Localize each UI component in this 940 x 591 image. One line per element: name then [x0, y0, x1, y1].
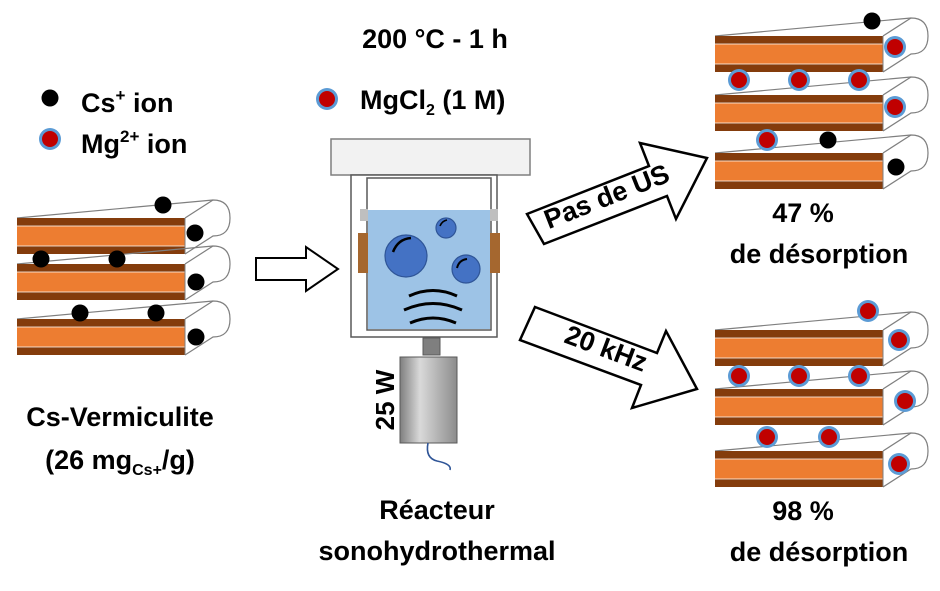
sample-name: Cs-Vermiculite: [26, 402, 214, 432]
cs-ion: [887, 158, 905, 176]
reactor-name-line1: Réacteur: [379, 495, 495, 525]
reagent-label: MgCl2 (1 M): [360, 85, 505, 119]
cs-ion: [32, 250, 50, 268]
mg-ion: [788, 69, 810, 91]
seal: [490, 209, 498, 221]
cs-vermiculite-stack: [16, 196, 231, 356]
mg-ion: [848, 69, 870, 91]
ultrasound-wave: [403, 302, 463, 312]
mg-ion: [818, 426, 840, 448]
cs-ion: [187, 273, 205, 291]
ultrasound-wave: [408, 289, 458, 298]
svg-text:Cs+ ion: Cs+ ion: [81, 86, 173, 118]
mg-ion: [888, 453, 910, 475]
ultrasound-transducer: [399, 356, 458, 444]
sonotrode-horn: [422, 337, 441, 356]
reactor-conditions: 200 °C - 1 h: [362, 24, 508, 54]
reagent-sub: 2: [426, 102, 435, 119]
reactor-lid: [330, 138, 531, 176]
mg-ion: [857, 300, 879, 322]
sample-loading-suffix: /g): [162, 445, 195, 475]
reactor-name-line2: sonohydrothermal: [318, 536, 555, 566]
arrow-no-ultrasound: Pas de US: [525, 141, 709, 246]
legend: Cs+ ion Mg2+ ion: [39, 86, 187, 159]
arrow-ultrasound: 20 kHz: [518, 305, 699, 410]
cs-ion: [187, 328, 205, 346]
sample-loading: (26 mgCs+/g): [45, 445, 195, 479]
bubble: [384, 234, 428, 278]
mg-ion: [888, 329, 910, 351]
result-percent-us: 98 %: [772, 496, 834, 526]
mg-ion: [884, 36, 906, 58]
legend-cs-suffix: ion: [125, 88, 173, 118]
mg-ion-legend-icon: [39, 128, 61, 150]
sample-loading-sub: Cs+: [132, 462, 162, 479]
svg-text:Mg2+ ion: Mg2+ ion: [81, 127, 187, 159]
result-caption-us: de désorption: [730, 537, 909, 567]
seal: [360, 209, 368, 221]
heater: [490, 233, 500, 273]
mg-ion: [728, 69, 750, 91]
legend-cs-sup: +: [116, 86, 126, 105]
cs-ion: [186, 224, 204, 242]
mg-ion: [884, 96, 906, 118]
clay-layer: [16, 300, 231, 356]
legend-mg-sup: 2+: [120, 127, 139, 146]
cs-ion: [108, 250, 126, 268]
mg-ion: [756, 426, 778, 448]
ultrasound-wave: [409, 316, 457, 325]
sonohydrothermal-reactor: [330, 138, 531, 471]
result-stack-no-us: [714, 12, 929, 190]
power-label: 25 W: [370, 369, 400, 430]
mg-ion-reagent-icon: [316, 88, 338, 110]
mg-ion: [756, 129, 778, 151]
cable: [426, 442, 452, 471]
legend-mg-suffix: ion: [139, 129, 187, 159]
cs-ion-legend-icon: [41, 89, 59, 107]
cs-ion: [863, 12, 881, 30]
cs-ion: [819, 131, 837, 149]
hollow-arrow-right: [255, 245, 340, 293]
mg-ion: [788, 365, 810, 387]
legend-cs-label: Cs: [81, 88, 116, 118]
cs-ion: [147, 304, 165, 322]
mg-ion: [848, 365, 870, 387]
cs-ion: [71, 304, 89, 322]
legend-mg-label: Mg: [81, 129, 120, 159]
sample-loading-prefix: (26 mg: [45, 445, 132, 475]
reagent-suffix: (1 M): [435, 85, 506, 115]
heater: [358, 233, 368, 273]
result-stack-us: [714, 300, 929, 488]
cs-ion: [154, 196, 172, 214]
mg-ion: [728, 365, 750, 387]
mg-ion: [894, 390, 916, 412]
result-percent-no-us: 47 %: [772, 198, 834, 228]
reagent-prefix: MgCl: [360, 85, 426, 115]
result-caption-no-us: de désorption: [730, 239, 909, 269]
